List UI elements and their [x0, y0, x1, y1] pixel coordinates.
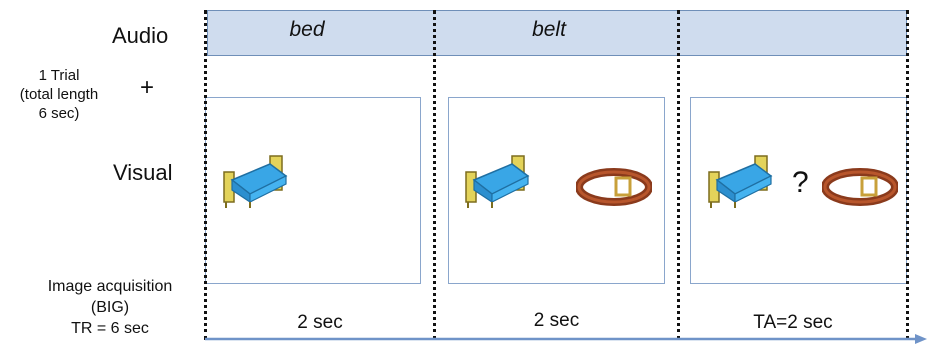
belt-icon: [822, 168, 898, 206]
acquisition-line-2: (BIG): [90, 299, 130, 316]
trial-line-3: 6 sec): [38, 105, 80, 122]
audio-track-bar: [207, 10, 907, 56]
question-mark: ?: [792, 166, 809, 199]
duration-label-1: 2 sec: [297, 312, 343, 333]
acquisition-line-3: TR = 6 sec: [71, 320, 149, 337]
plus-sign: +: [140, 74, 155, 101]
timeline-divider-3: [677, 10, 680, 340]
trial-line-1: 1 Trial: [38, 67, 80, 84]
bed-icon: [708, 155, 773, 208]
duration-label-2: 2 sec: [533, 310, 580, 331]
belt-icon: [576, 168, 652, 206]
acquisition-description: Image acquisition (BIG) TR = 6 sec: [25, 276, 195, 339]
audio-row-label: Audio: [112, 23, 169, 48]
trial-line-2: (total length: [19, 86, 99, 103]
audio-word-belt: belt: [532, 18, 566, 41]
acquisition-line-1: Image acquisition: [47, 278, 173, 295]
timeline-divider-4: [906, 10, 909, 340]
trial-description: 1 Trial (total length 6 sec): [0, 66, 118, 123]
timeline-arrow: [205, 334, 927, 344]
visual-row-label: Visual: [113, 160, 173, 185]
bed-icon: [223, 155, 288, 208]
bed-icon: [465, 155, 530, 208]
audio-word-bed: bed: [289, 18, 325, 41]
timeline-divider-1: [204, 10, 207, 340]
timeline-divider-2: [433, 10, 436, 340]
duration-label-3: TA=2 sec: [753, 312, 833, 333]
